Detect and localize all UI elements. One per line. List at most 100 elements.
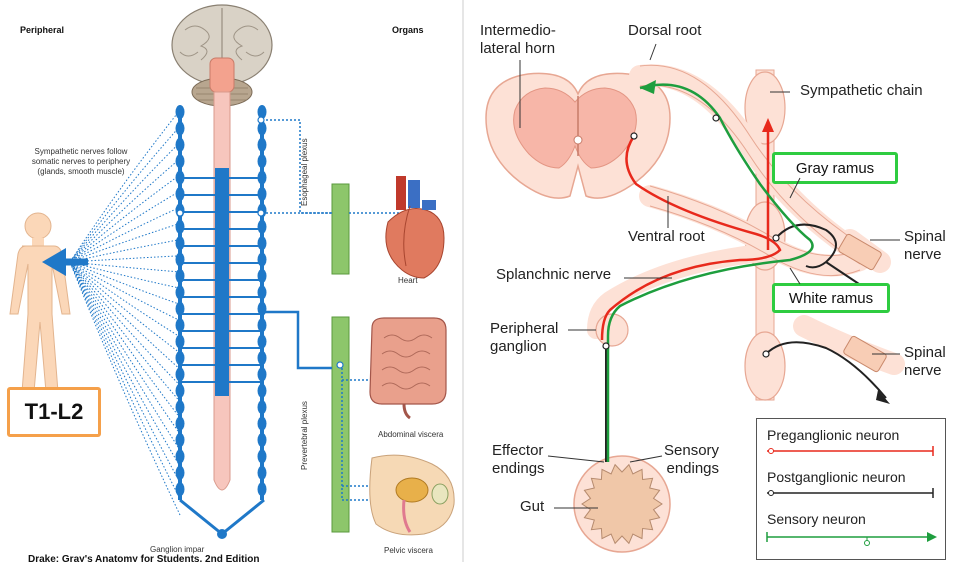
spinal-nerve-lower-label: Spinal nerve — [904, 344, 946, 380]
pelvic-viscera-illustration — [369, 454, 455, 536]
chain-ganglion — [175, 219, 185, 234]
effector-endings-label: Effector endings — [492, 442, 545, 478]
ganglion-impar-label: Ganglion impar — [150, 545, 205, 554]
chain-ganglion — [257, 416, 267, 431]
chain-ganglion — [175, 137, 185, 152]
chain-ganglion — [257, 433, 267, 447]
citation: Drake: Gray's Anatomy for Students, 2nd … — [28, 554, 260, 562]
sympathetic-fibres-to-body — [69, 109, 181, 516]
chain-ganglion — [257, 449, 267, 464]
heading-peripheral: Peripheral — [20, 25, 65, 35]
fibre-line — [69, 261, 181, 402]
heart-label: Heart — [398, 276, 418, 285]
chain-ganglion — [175, 318, 185, 333]
effector-endings-line-1: Effector — [492, 442, 544, 459]
peripheral-ganglion-line-2: ganglion — [490, 338, 547, 355]
fibre-line — [69, 190, 181, 263]
chain-ganglion — [257, 400, 267, 415]
fibre-line — [69, 261, 181, 322]
spinal-nerve-upper-label: Spinal nerve — [904, 228, 946, 264]
chain-ganglion — [257, 137, 267, 152]
heading-organs: Organs — [392, 25, 424, 35]
thoracolumbar-segment — [215, 168, 229, 396]
chain-ganglion — [175, 433, 185, 447]
sympathetic-note: Sympathetic nerves follow somatic nerves… — [4, 147, 158, 177]
abdominal-viscera-label: Abdominal viscera — [378, 430, 444, 439]
splanchnic-nerve-label: Splanchnic nerve — [496, 266, 612, 283]
chain-ganglion — [257, 285, 267, 300]
preganglionic-pathway — [600, 124, 782, 341]
intermediolateral-line-1: Intermedio- — [480, 22, 556, 39]
chain-ganglion — [257, 367, 267, 382]
fibre-line — [69, 125, 181, 263]
chain-ganglion — [257, 105, 267, 119]
legend-sensory-swatch — [766, 532, 937, 546]
spinal-nerve-upper-line-2: nerve — [904, 246, 942, 263]
spinal-nerve-stubs — [838, 233, 887, 373]
legend-sensory-label: Sensory neuron — [767, 511, 866, 527]
brain-illustration — [171, 4, 273, 107]
chain-ganglion — [175, 383, 185, 398]
spinal-nerve-lower-line-2: nerve — [904, 362, 942, 379]
prevertebral-plexus-bar — [331, 316, 350, 533]
chain-ganglion — [175, 482, 185, 497]
abdominal-viscera-illustration — [369, 317, 447, 420]
legend-postganglionic-label: Postganglionic neuron — [767, 469, 906, 485]
sympathetic-chain-label: Sympathetic chain — [800, 82, 923, 99]
fibre-line — [69, 261, 181, 386]
dorsal-root-label: Dorsal root — [628, 22, 702, 39]
gut-label: Gut — [520, 498, 545, 515]
spinal-cord-cross-section — [485, 72, 671, 199]
white-ramus-box: White ramus — [772, 283, 890, 313]
intermediolateral-horn-label: Intermedio- lateral horn — [480, 22, 556, 58]
fibre-line — [69, 142, 181, 263]
fibre-line — [69, 109, 181, 263]
gray-ramus-box: Gray ramus — [772, 152, 898, 184]
pelvic-viscera-label: Pelvic viscera — [384, 546, 433, 555]
fibre-line — [69, 261, 181, 467]
ventral-root-label: Ventral root — [628, 228, 705, 245]
peripheral-ganglion-line-1: Peripheral — [490, 320, 559, 337]
chain-ganglion — [175, 121, 185, 136]
sensory-pathway — [606, 83, 814, 462]
chain-ganglion — [257, 383, 267, 398]
legend-preganglionic-label: Preganglionic neuron — [767, 427, 900, 443]
fibre-line — [69, 206, 181, 263]
chain-ganglion — [175, 449, 185, 464]
chain-ganglion — [257, 334, 267, 349]
right-panel — [485, 64, 905, 553]
fibre-line — [69, 261, 181, 370]
chain-ganglion — [175, 367, 185, 382]
legend-preganglionic-swatch — [767, 446, 934, 456]
fibre-line — [69, 261, 181, 338]
fibre-line — [69, 222, 181, 263]
chain-ganglion — [257, 318, 267, 333]
chain-ganglion — [175, 154, 185, 169]
peripheral-ganglion-label: Peripheral ganglion — [490, 320, 558, 356]
intermediolateral-line-2: lateral horn — [480, 40, 556, 57]
note-line-1: Sympathetic nerves follow — [34, 147, 128, 156]
chain-ganglion — [257, 219, 267, 234]
chain-ganglion — [175, 416, 185, 431]
chain-ganglion — [175, 301, 185, 316]
chain-ganglion — [175, 351, 185, 365]
spinal-nerve-lower-line-1: Spinal — [904, 344, 946, 361]
sensory-endings-label: Sensory endings — [664, 442, 719, 478]
legend: Preganglionic neuron Postganglionic neur… — [756, 418, 946, 560]
chain-ganglion — [175, 400, 185, 415]
chain-ganglion — [175, 334, 185, 349]
sensory-endings-line-1: Sensory — [664, 442, 720, 459]
chain-ganglion — [257, 121, 267, 136]
chain-ganglion — [175, 105, 185, 119]
fibre-line — [69, 261, 181, 305]
note-line-2: somatic nerves to periphery — [31, 157, 131, 166]
gut-cross-section — [573, 455, 671, 553]
chain-ganglion — [257, 351, 267, 365]
legend-postganglionic-swatch — [767, 488, 934, 498]
t1-l2-label: T1-L2 — [7, 387, 101, 437]
chain-ganglion — [257, 465, 267, 480]
chain-ganglion — [257, 482, 267, 497]
human-figure — [9, 212, 71, 393]
